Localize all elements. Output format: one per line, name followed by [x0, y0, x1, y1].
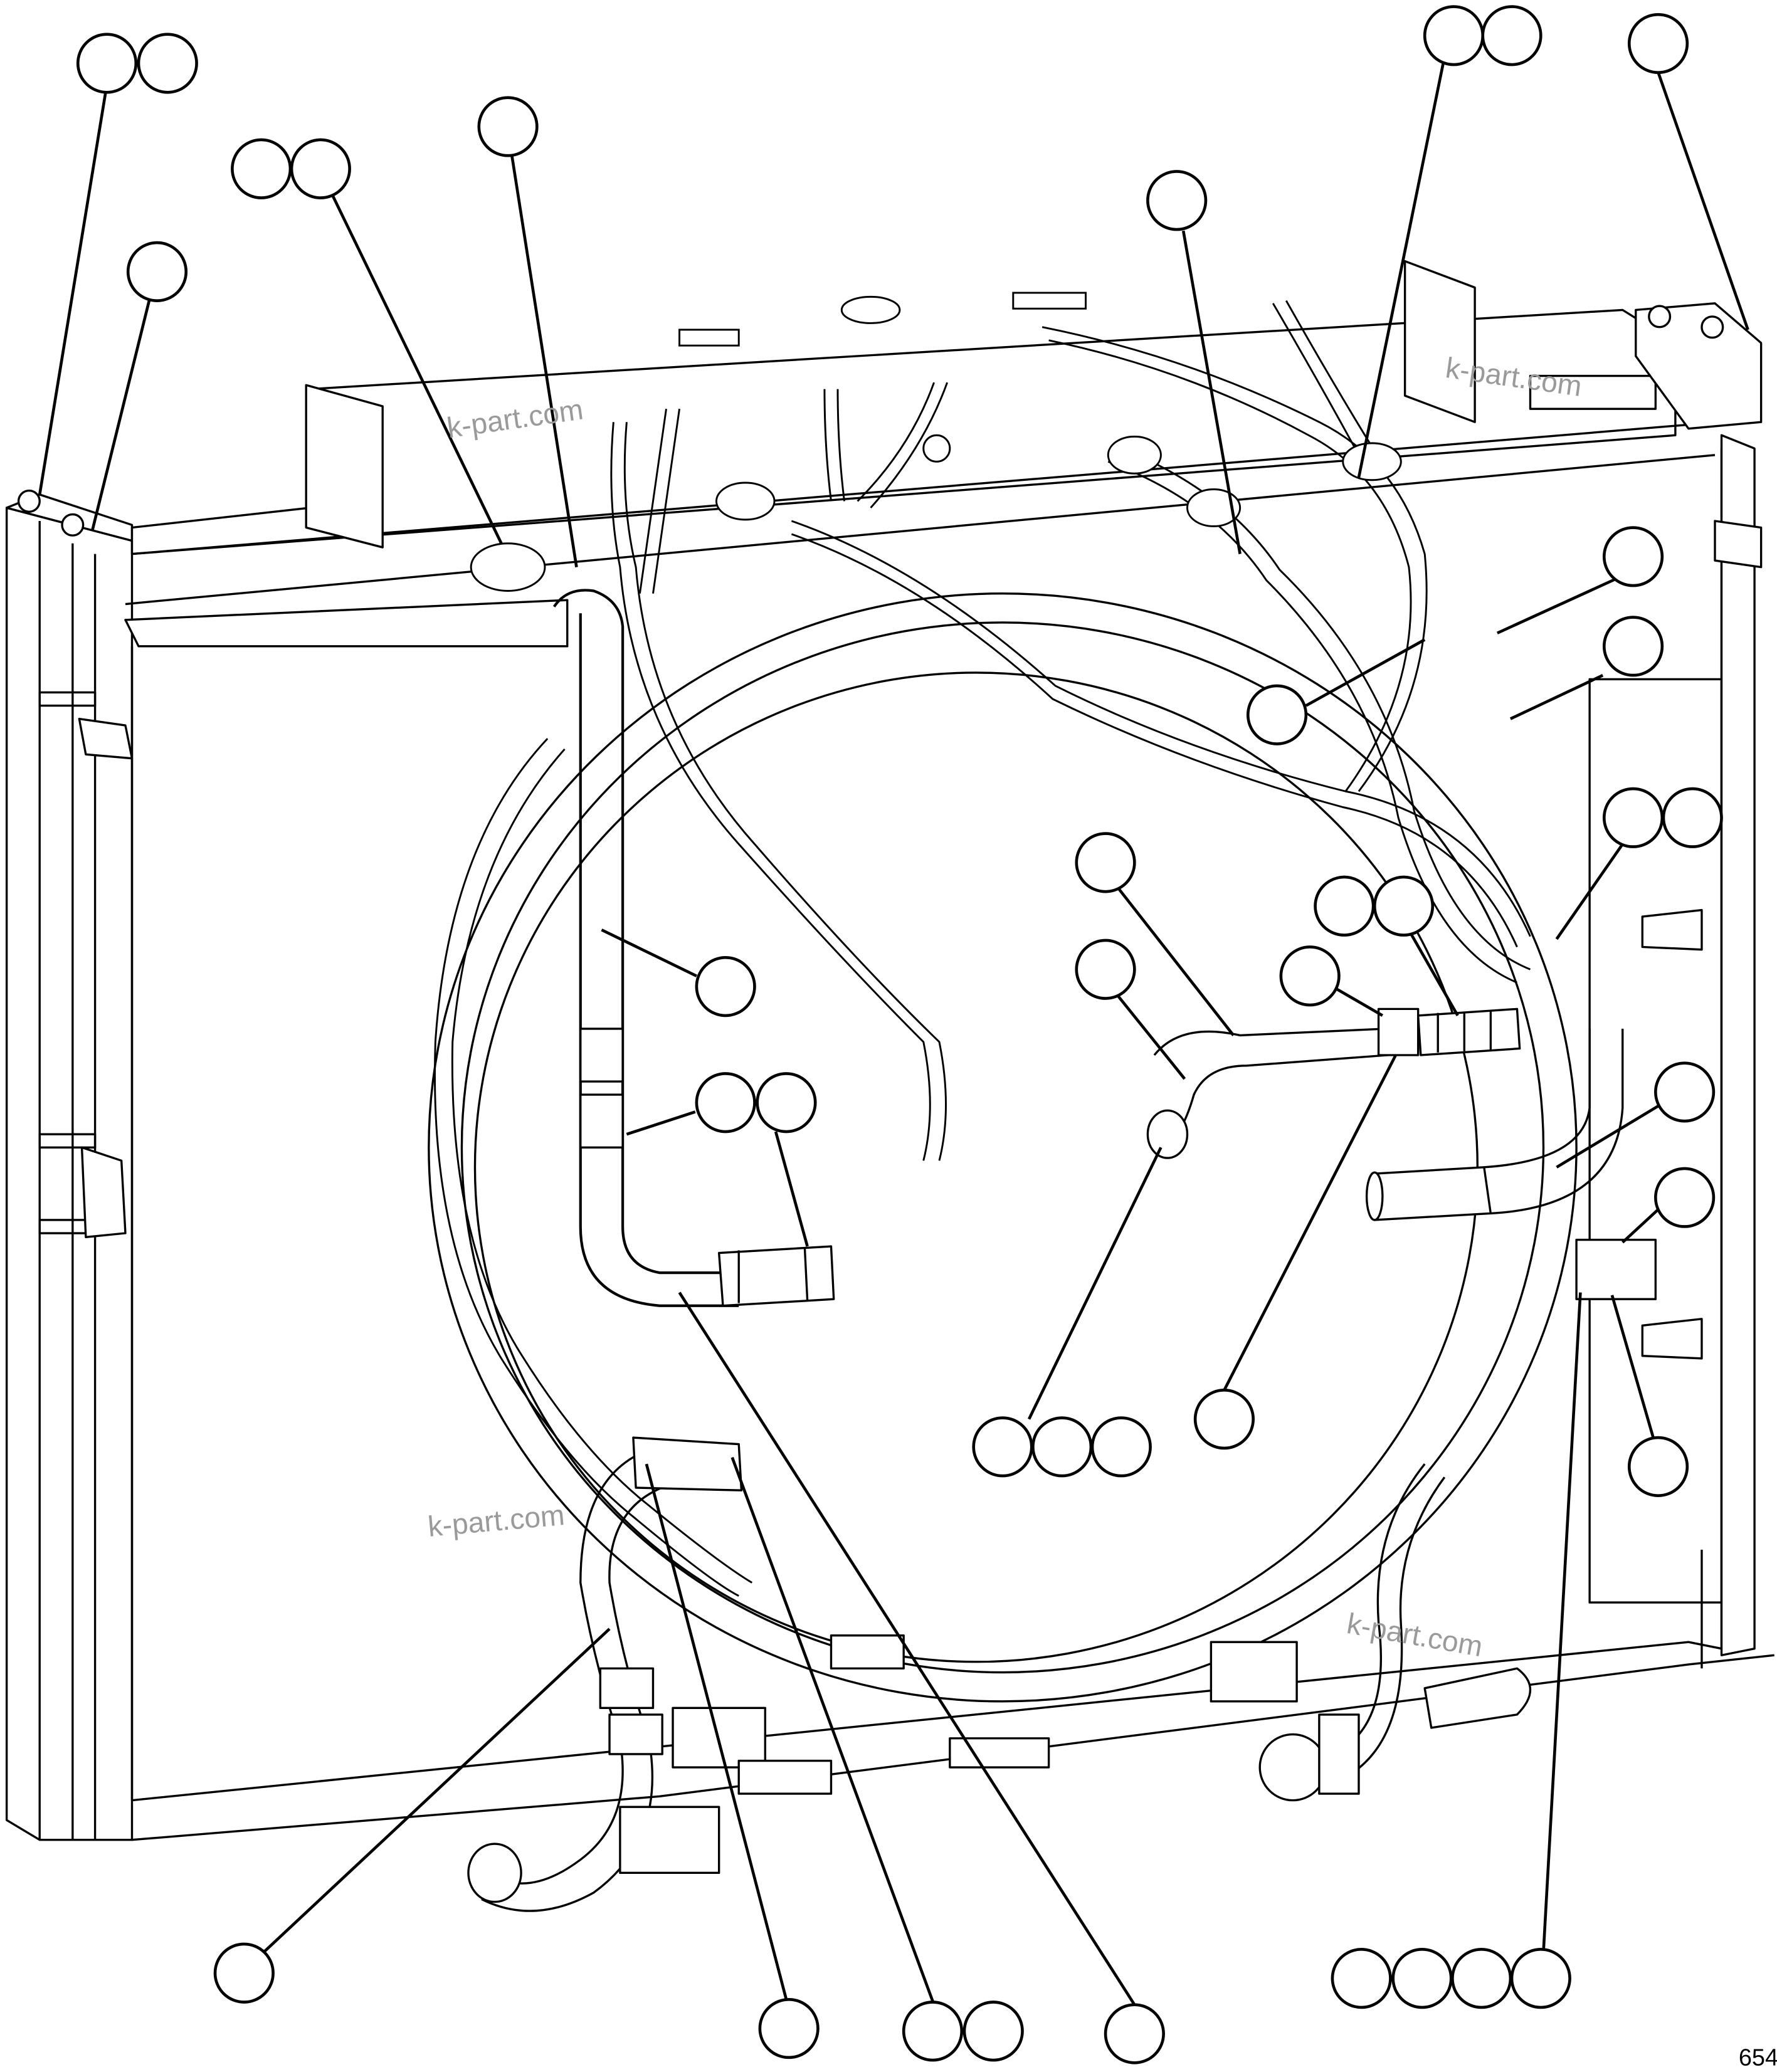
- callout-balloon: [1602, 526, 1664, 587]
- callout-balloon: [1104, 2003, 1165, 2064]
- callout-balloon: [1331, 1948, 1392, 2009]
- callout-balloons: [76, 5, 1723, 2064]
- callout-balloon: [1373, 875, 1435, 937]
- top-tank: [125, 260, 1716, 606]
- callout-balloon: [1627, 1436, 1689, 1497]
- callout-balloon: [1662, 787, 1723, 848]
- coolant-fitting-center: [1146, 1007, 1521, 1159]
- right-frame-post: [1635, 302, 1763, 1656]
- callout-leaders: [38, 63, 1749, 2006]
- callout-balloon: [962, 2001, 1024, 2062]
- sheet-reference: 654: [1739, 2044, 1777, 2071]
- callout-balloon: [76, 33, 138, 94]
- callout-balloon: [290, 138, 351, 199]
- callout-balloon: [213, 1942, 275, 2004]
- callout-balloon: [756, 1072, 817, 1133]
- callouts: [38, 5, 1749, 2064]
- bottom-brackets: [672, 1634, 1298, 1795]
- callout-balloon: [1654, 1061, 1716, 1123]
- hose-bottom-right: [1258, 1463, 1532, 1802]
- callout-balloon: [1075, 939, 1136, 1000]
- callout-balloon: [1602, 787, 1664, 848]
- callout-balloon: [1423, 5, 1485, 66]
- coolant-tube-left: [552, 589, 835, 1307]
- callout-balloon: [1279, 945, 1341, 1007]
- callout-balloon: [758, 1997, 820, 2059]
- bracket-right-lower: [1641, 1318, 1703, 1360]
- callout-balloon: [902, 2001, 964, 2062]
- callout-balloon: [1627, 13, 1689, 75]
- callout-balloon: [1314, 875, 1375, 937]
- callout-balloon: [1193, 1389, 1255, 1450]
- hose-bottom-left: [467, 1436, 743, 1912]
- callout-balloon: [972, 1416, 1033, 1478]
- callout-balloon: [1246, 684, 1308, 745]
- radiator-assembly: [5, 260, 1774, 1912]
- left-frame-post: [5, 493, 134, 1841]
- callout-balloon: [695, 1072, 756, 1133]
- callout-balloon: [1451, 1948, 1512, 2009]
- callout-balloon: [1090, 1416, 1152, 1478]
- frame-bolts: [17, 305, 1724, 537]
- callout-balloon: [1146, 170, 1208, 231]
- callout-balloon: [137, 33, 198, 94]
- top-fittings: [470, 292, 1402, 592]
- callout-balloon: [1075, 832, 1136, 893]
- callout-balloon: [1654, 1167, 1716, 1228]
- callout-balloon: [1602, 616, 1664, 677]
- callout-balloon: [477, 96, 539, 157]
- callout-balloon: [1510, 1948, 1571, 2009]
- callout-balloon: [1031, 1416, 1093, 1478]
- callout-balloon: [695, 956, 756, 1018]
- bracket-right-upper: [1641, 908, 1703, 951]
- coolant-outlet-right: [1365, 1028, 1657, 1300]
- callout-balloon: [1391, 1948, 1453, 2009]
- callout-balloon: [231, 138, 292, 199]
- callout-balloon: [126, 241, 188, 302]
- callout-balloon: [1481, 5, 1542, 66]
